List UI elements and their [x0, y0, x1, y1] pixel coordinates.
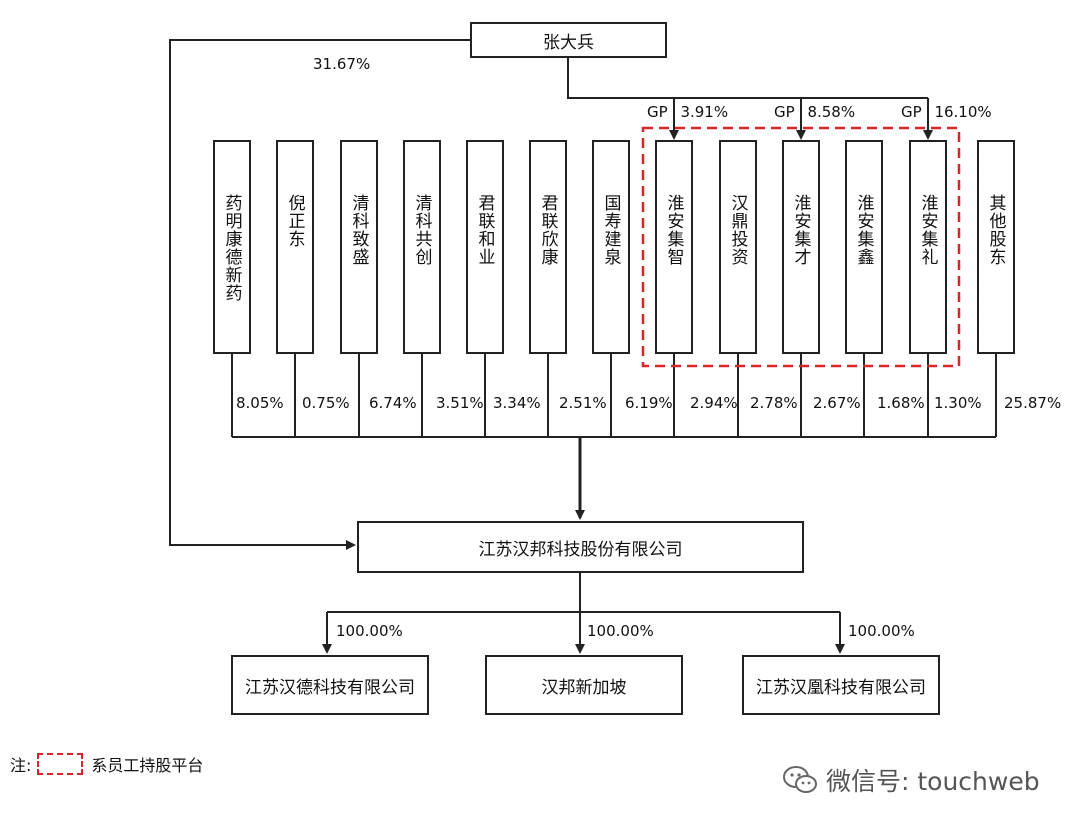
shareholder-box-13: 其他股东	[977, 140, 1015, 354]
shareholder-box-9: 汉鼎投资	[719, 140, 757, 354]
stake-pct-13: 25.87%	[1004, 394, 1062, 412]
gp-pct: 3.91%	[680, 103, 729, 121]
stake-pct-10: 2.67%	[813, 394, 861, 412]
subsidiary-name: 江苏汉德科技有限公司	[245, 677, 415, 698]
subsidiary-name: 江苏汉凰科技有限公司	[756, 677, 926, 698]
gp-label-3: GP 16.10%	[901, 103, 992, 121]
stake-pct-8: 2.94%	[690, 394, 738, 412]
direct-stake-line	[169, 39, 470, 550]
shareholder-box-8: 淮安集智	[655, 140, 693, 354]
shareholder-box-5: 君联和业	[466, 140, 504, 354]
note-prefix: 注:	[10, 756, 32, 775]
wechat-icon	[783, 766, 817, 793]
shareholder-name: 清科共创	[411, 194, 432, 266]
subsidiary-box-2: 汉邦新加坡	[485, 655, 683, 715]
shareholder-name: 其他股东	[985, 194, 1006, 266]
shareholder-name: 淮安集才	[790, 194, 811, 266]
stake-pct-4: 3.51%	[436, 394, 484, 412]
shareholder-name: 君联欣康	[537, 194, 558, 266]
company-name: 江苏汉邦科技股份有限公司	[478, 539, 683, 560]
note-text: 系员工持股平台	[91, 756, 204, 775]
watermark-text: 微信号: touchweb	[826, 767, 1040, 796]
shareholder-box-11: 淮安集鑫	[845, 140, 883, 354]
gp-pct: 16.10%	[934, 103, 992, 121]
stake-pct-11: 1.68%	[877, 394, 925, 412]
shareholder-name: 君联和业	[474, 194, 495, 266]
shareholder-box-7: 国寿建泉	[592, 140, 630, 354]
subsidiary-box-3: 江苏汉凰科技有限公司	[742, 655, 940, 715]
top-shareholder-name: 张大兵	[543, 32, 594, 53]
subsidiary-pct-2: 100.00%	[587, 622, 654, 640]
stake-pct-5: 3.34%	[493, 394, 541, 412]
gp-tag: GP	[647, 103, 668, 121]
subsidiary-name: 汉邦新加坡	[541, 677, 627, 698]
stake-pct-9: 2.78%	[750, 394, 798, 412]
stake-pct-3: 6.74%	[369, 394, 417, 412]
shareholder-box-6: 君联欣康	[529, 140, 567, 354]
shareholder-box-10: 淮安集才	[782, 140, 820, 354]
shareholder-name: 药明康德新药	[221, 194, 242, 302]
gp-line	[567, 58, 928, 99]
shareholder-box-1: 药明康德新药	[213, 140, 251, 354]
shareholder-box-2: 倪正东	[276, 140, 314, 354]
gp-pct: 8.58%	[807, 103, 856, 121]
employee-platform-boundary	[641, 126, 961, 368]
direct-stake-label: 31.67%	[313, 55, 371, 73]
gp-label-2: GP 8.58%	[774, 103, 855, 121]
dashed-box-legend-icon	[37, 753, 84, 775]
wechat-watermark: 微信号: touchweb	[782, 762, 1040, 798]
stake-pct-2: 0.75%	[302, 394, 350, 412]
legend-note: 注: 系员工持股平台	[10, 752, 203, 776]
subsidiary-pct-3: 100.00%	[848, 622, 915, 640]
shareholder-name: 国寿建泉	[600, 194, 621, 266]
gp-label-1: GP 3.91%	[647, 103, 728, 121]
shareholder-name: 淮安集鑫	[853, 194, 874, 266]
subsidiary-pct-1: 100.00%	[336, 622, 403, 640]
gp-tag: GP	[901, 103, 922, 121]
shareholder-name: 淮安集礼	[917, 194, 938, 266]
stake-pct-7: 6.19%	[625, 394, 673, 412]
stake-pct-1: 8.05%	[236, 394, 284, 412]
company-box: 江苏汉邦科技股份有限公司	[357, 521, 804, 573]
shareholder-name: 清科致盛	[348, 194, 369, 266]
shareholder-box-4: 清科共创	[403, 140, 441, 354]
shareholder-name: 汉鼎投资	[727, 194, 748, 266]
gp-tag: GP	[774, 103, 795, 121]
shareholder-box-3: 清科致盛	[340, 140, 378, 354]
stake-pct-6: 2.51%	[559, 394, 607, 412]
subsidiary-box-1: 江苏汉德科技有限公司	[231, 655, 429, 715]
shareholder-name: 淮安集智	[663, 194, 684, 266]
shareholder-name: 倪正东	[284, 194, 305, 248]
stake-pct-12: 1.30%	[934, 394, 982, 412]
top-shareholder-box: 张大兵	[470, 22, 667, 58]
shareholder-box-12: 淮安集礼	[909, 140, 947, 354]
